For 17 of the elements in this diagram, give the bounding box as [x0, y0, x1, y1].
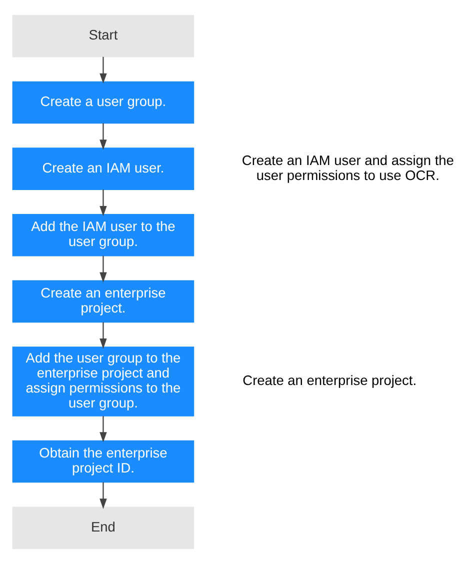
- node-box: Create a user group.: [12, 80, 194, 124]
- arrow: [100, 122, 107, 150]
- node-box: Add the user group to the enterprise project and assign permissions to the user group.: [12, 346, 194, 416]
- label: Create an enterprise project.: [242, 372, 417, 388]
- node-box: Obtain the enterprise project ID.: [12, 440, 194, 482]
- arrow: [100, 189, 107, 216]
- arrow: [100, 416, 107, 442]
- node-box: Create an IAM user.: [12, 147, 194, 190]
- node-box: Add the IAM user to the user group.: [12, 213, 194, 256]
- arrow: [100, 322, 107, 348]
- label: Create an IAM user and assign the user permissions to use OCR.: [242, 152, 454, 182]
- arrow: [100, 255, 107, 282]
- node-box: End: [12, 506, 194, 548]
- arrow: [100, 56, 107, 84]
- node-box: Start: [12, 14, 194, 57]
- node-box: Create an enterprise project.: [12, 280, 194, 322]
- arrow: [100, 482, 107, 508]
